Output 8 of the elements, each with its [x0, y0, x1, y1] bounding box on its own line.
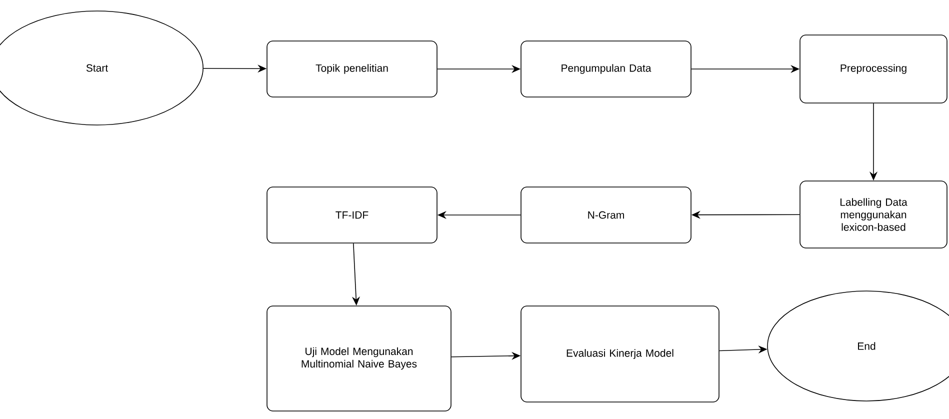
process-box: Evaluasi Kinerja Model: [520, 306, 720, 402]
process-box: Preprocessing: [800, 34, 948, 104]
process-box: Topik penelitian: [266, 40, 438, 98]
process-box: Labelling Data menggunakan lexicon-based: [800, 180, 948, 248]
process-box: N-Gram: [520, 186, 692, 244]
process-box: TF-IDF: [266, 186, 438, 244]
process-box: Uji Model Mengunakan Multinomial Naive Bayes: [266, 306, 452, 412]
process-box: Pengumpulan Data: [520, 40, 692, 98]
